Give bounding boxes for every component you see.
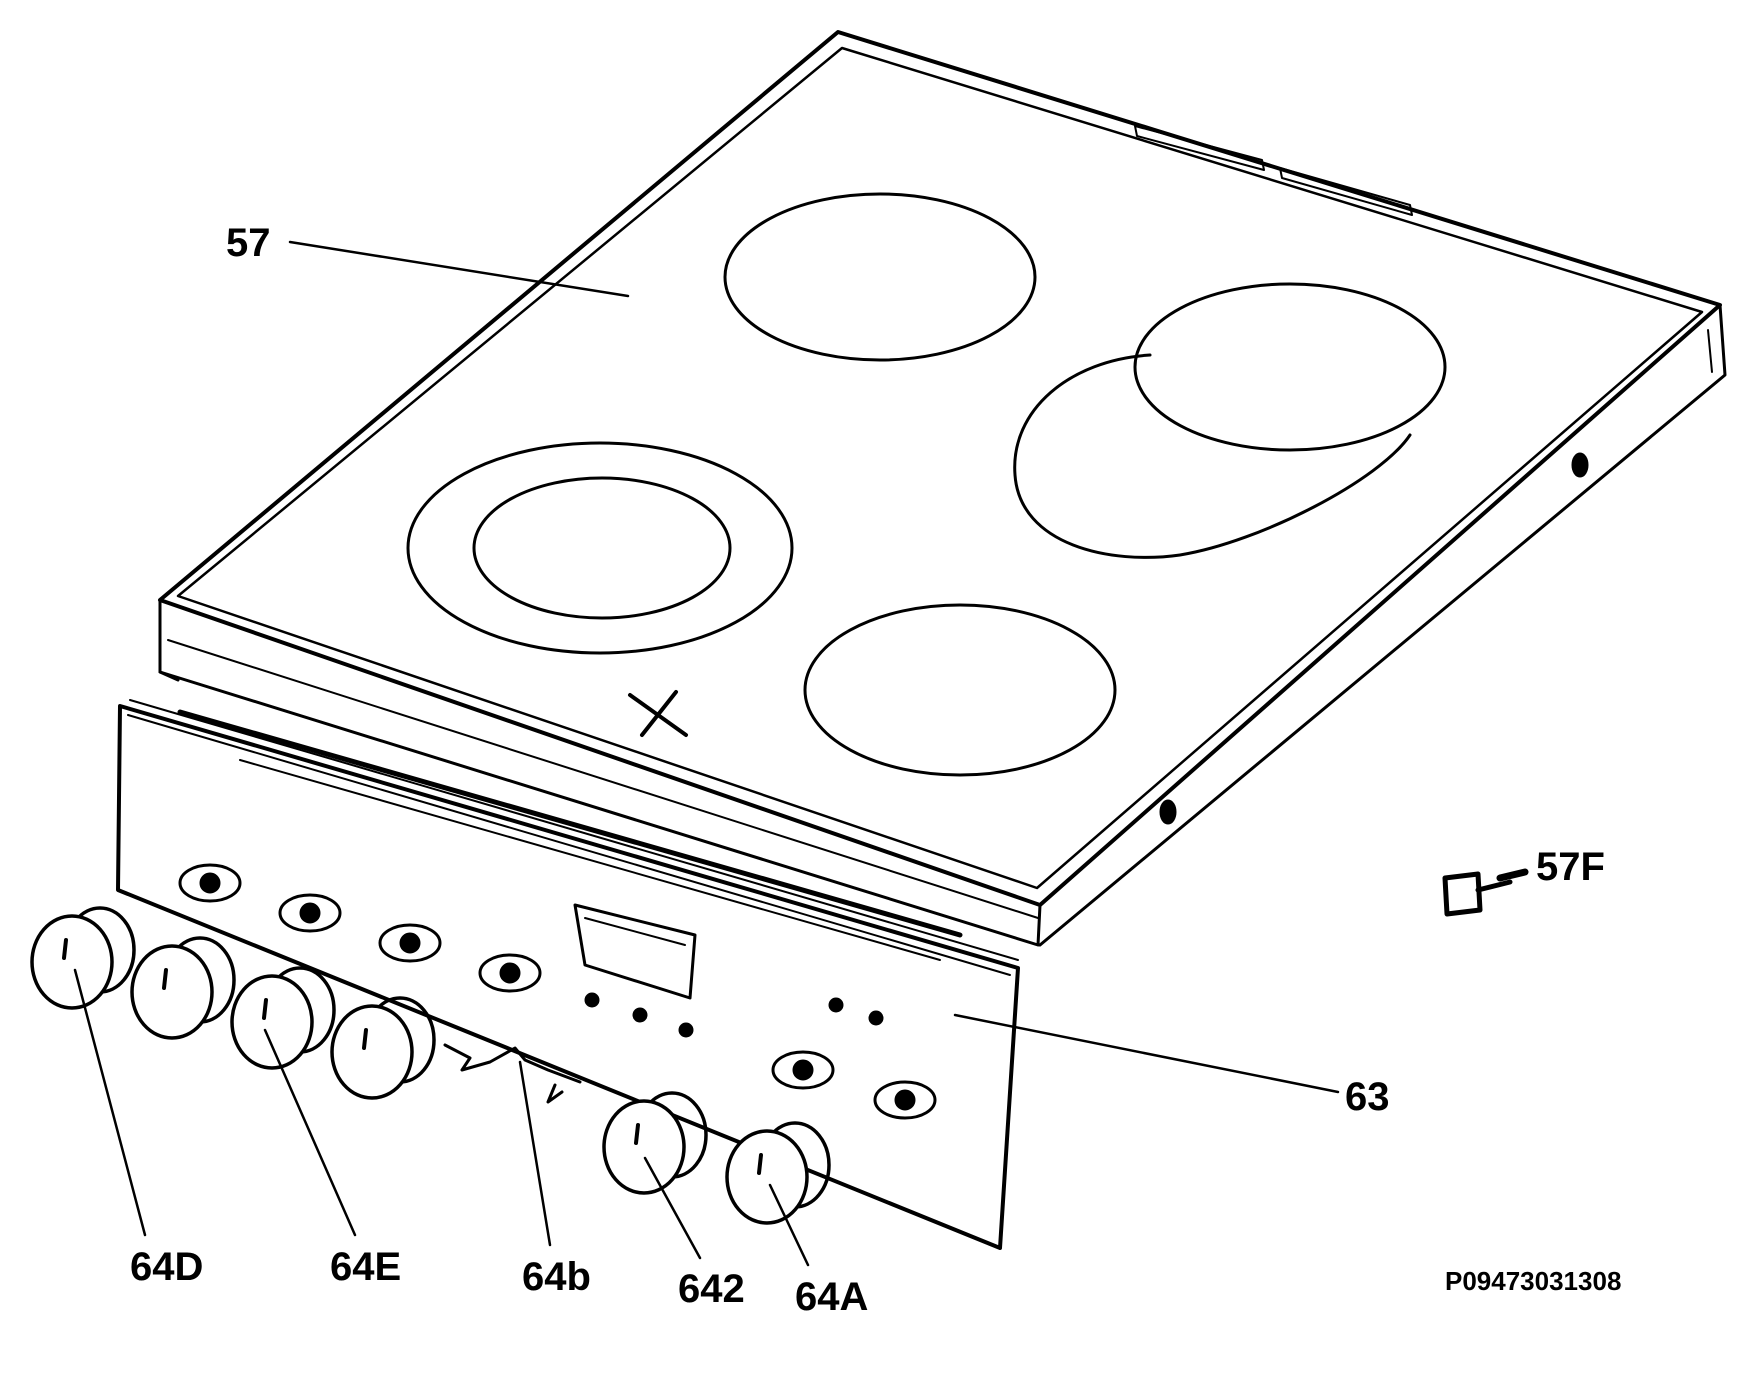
knob-64c <box>130 936 236 1040</box>
cooking-zone-rear-right <box>1133 282 1447 452</box>
cooking-zone-front-left-inner <box>472 476 732 620</box>
leader-lines <box>73 240 1340 1267</box>
cooking-zone-front-right <box>803 603 1117 777</box>
indicator-light <box>828 997 844 1013</box>
knob-64a <box>725 1121 831 1225</box>
indicator-light <box>868 1010 884 1026</box>
timer-display-window <box>573 903 697 1000</box>
label-57f: 57F <box>1536 845 1605 889</box>
cooking-zone-rear-left <box>723 192 1037 362</box>
cooking-zone-front-left-outer <box>406 441 794 655</box>
clip-57f <box>1442 868 1529 917</box>
cooking-zones <box>406 192 1447 777</box>
indicator-light <box>632 1007 648 1023</box>
hob-top <box>158 30 1727 947</box>
control-knobs <box>30 906 831 1225</box>
indicator-light <box>584 992 600 1008</box>
knob-64d <box>30 906 136 1010</box>
label-57: 57 <box>226 221 271 265</box>
label-64a: 64A <box>795 1275 868 1319</box>
knob-64f <box>330 996 436 1100</box>
label-63: 63 <box>1345 1075 1390 1119</box>
label-642: 642 <box>678 1267 745 1311</box>
label-64e: 64E <box>330 1245 401 1289</box>
label-64b: 64b <box>522 1255 591 1299</box>
cooking-zone-oval-extension <box>1013 353 1412 559</box>
part-labels: 57 57F 63 64D 64E 64b 642 64A P094730313… <box>130 221 1621 1319</box>
spring-64b <box>443 1043 582 1104</box>
control-panel <box>116 699 1020 1250</box>
label-64d: 64D <box>130 1245 203 1289</box>
knob-642 <box>602 1091 708 1195</box>
knob-64e <box>230 966 336 1070</box>
indicator-light <box>678 1022 694 1038</box>
drawing-code: P09473031308 <box>1445 1266 1621 1296</box>
